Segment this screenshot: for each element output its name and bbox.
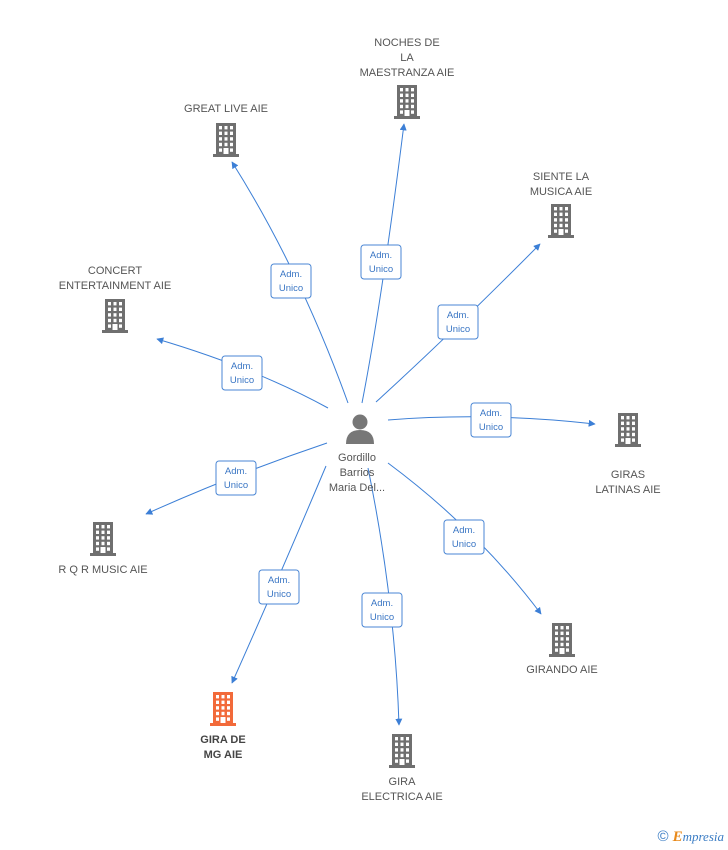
edge-label-giras-latinas: Adm. Unico (470, 402, 512, 438)
node-label-concert[interactable]: ENTERTAINMENT AIE (59, 280, 171, 292)
edge-label-text: Adm. (480, 408, 502, 419)
edges-layer (145, 123, 596, 726)
edge-labels-layer: Adm.UnicoAdm.UnicoAdm.UnicoAdm.UnicoAdm.… (215, 244, 512, 628)
building-icon[interactable] (90, 522, 116, 556)
edge-label-rqr: Adm. Unico (215, 460, 257, 496)
edge-label-text: Unico (267, 589, 291, 600)
node-label-siente[interactable]: MUSICA AIE (530, 186, 592, 198)
brand-logo-text: mpresia (682, 829, 724, 844)
edge-label-text: Adm. (370, 250, 392, 261)
edge-label-text: Unico (446, 324, 470, 335)
node-label-noches[interactable]: MAESTRANZA AIE (360, 67, 455, 79)
footer-brand: ©Empresia (658, 828, 724, 846)
edge-label-text: Adm. (225, 466, 247, 477)
center-label[interactable]: Maria Del... (329, 482, 385, 494)
edge-label-text: Adm. (280, 269, 302, 280)
node-label-concert[interactable]: CONCERT (88, 265, 142, 277)
nodes-layer: NOCHES DE LA MAESTRANZA AIE GREAT LIVE AIE S… (58, 37, 660, 803)
node-label-giras-latinas[interactable]: GIRAS (611, 469, 645, 481)
edge-label-gira-electrica: Adm. Unico (361, 592, 403, 628)
edge-label-text: Unico (224, 480, 248, 491)
node-label-siente[interactable]: SIENTE LA (533, 171, 590, 183)
node-label-noches[interactable]: NOCHES DE (374, 37, 439, 49)
edge-label-text: Adm. (453, 525, 475, 536)
edge-noches (361, 123, 407, 404)
edge-label-siente: Adm. Unico (437, 304, 479, 340)
edge-label-text: Unico (230, 375, 254, 386)
edge-label-girando: Adm. Unico (443, 519, 485, 555)
center-label[interactable]: Gordillo (338, 452, 376, 464)
edge-label-text: Adm. (447, 310, 469, 321)
node-label-gira-electrica[interactable]: GIRA (389, 776, 417, 788)
node-label-gira-mg[interactable]: GIRA DE (200, 734, 245, 746)
edge-label-text: Unico (452, 539, 476, 550)
edge-label-text: Adm. (268, 575, 290, 586)
building-icon[interactable] (389, 734, 415, 768)
brand-logo-e: E (672, 829, 683, 845)
edge-label-noches: Adm. Unico (360, 244, 402, 280)
node-label-girando[interactable]: GIRANDO AIE (526, 664, 598, 676)
building-icon[interactable] (548, 204, 574, 238)
edge-label-text: Unico (370, 612, 394, 623)
edge-label-great-live: Adm. Unico (270, 263, 312, 299)
building-icon[interactable] (394, 85, 420, 119)
edge-label-concert: Adm. Unico (221, 355, 263, 391)
node-label-gira-electrica[interactable]: ELECTRICA AIE (361, 791, 442, 803)
copyright-icon: © (657, 828, 669, 845)
edge-label-gira-mg: Adm. Unico (258, 569, 300, 605)
node-label-gira-mg[interactable]: MG AIE (204, 749, 243, 761)
edge-label-text: Unico (369, 264, 393, 275)
building-icon[interactable] (615, 413, 641, 447)
person-icon[interactable] (346, 414, 374, 445)
center-label[interactable]: Barrios (340, 467, 375, 479)
edge-label-text: Unico (479, 422, 503, 433)
node-label-noches[interactable]: LA (400, 52, 414, 64)
edge-label-text: Adm. (231, 361, 253, 372)
node-label-great-live[interactable]: GREAT LIVE AIE (184, 103, 268, 115)
edge-label-text: Adm. (371, 598, 393, 609)
building-icon[interactable] (549, 623, 575, 657)
building-icon[interactable] (102, 299, 128, 333)
building-icon[interactable] (213, 123, 239, 157)
node-label-rqr[interactable]: R Q R MUSIC AIE (58, 564, 147, 576)
edge-label-text: Unico (279, 283, 303, 294)
node-label-giras-latinas[interactable]: LATINAS AIE (595, 484, 660, 496)
building-icon[interactable] (210, 692, 236, 726)
